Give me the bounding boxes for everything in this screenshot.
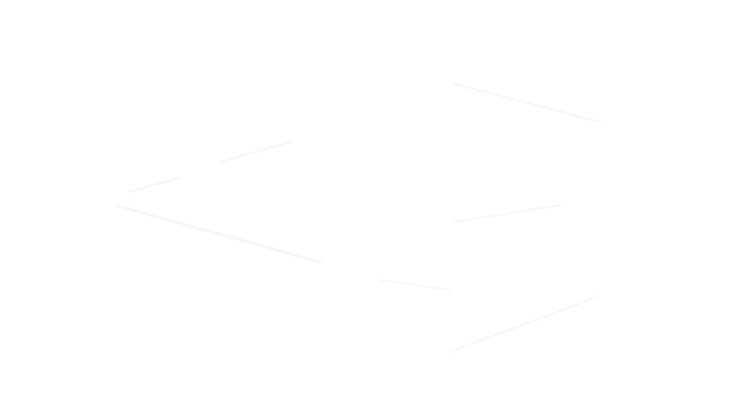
faint-streak [379,279,451,291]
faint-streak [219,141,291,163]
faint-streak [449,295,601,353]
faint-streak [127,177,181,193]
faint-streak [454,204,561,223]
faint-streak [116,204,322,264]
faint-streak [454,83,601,123]
